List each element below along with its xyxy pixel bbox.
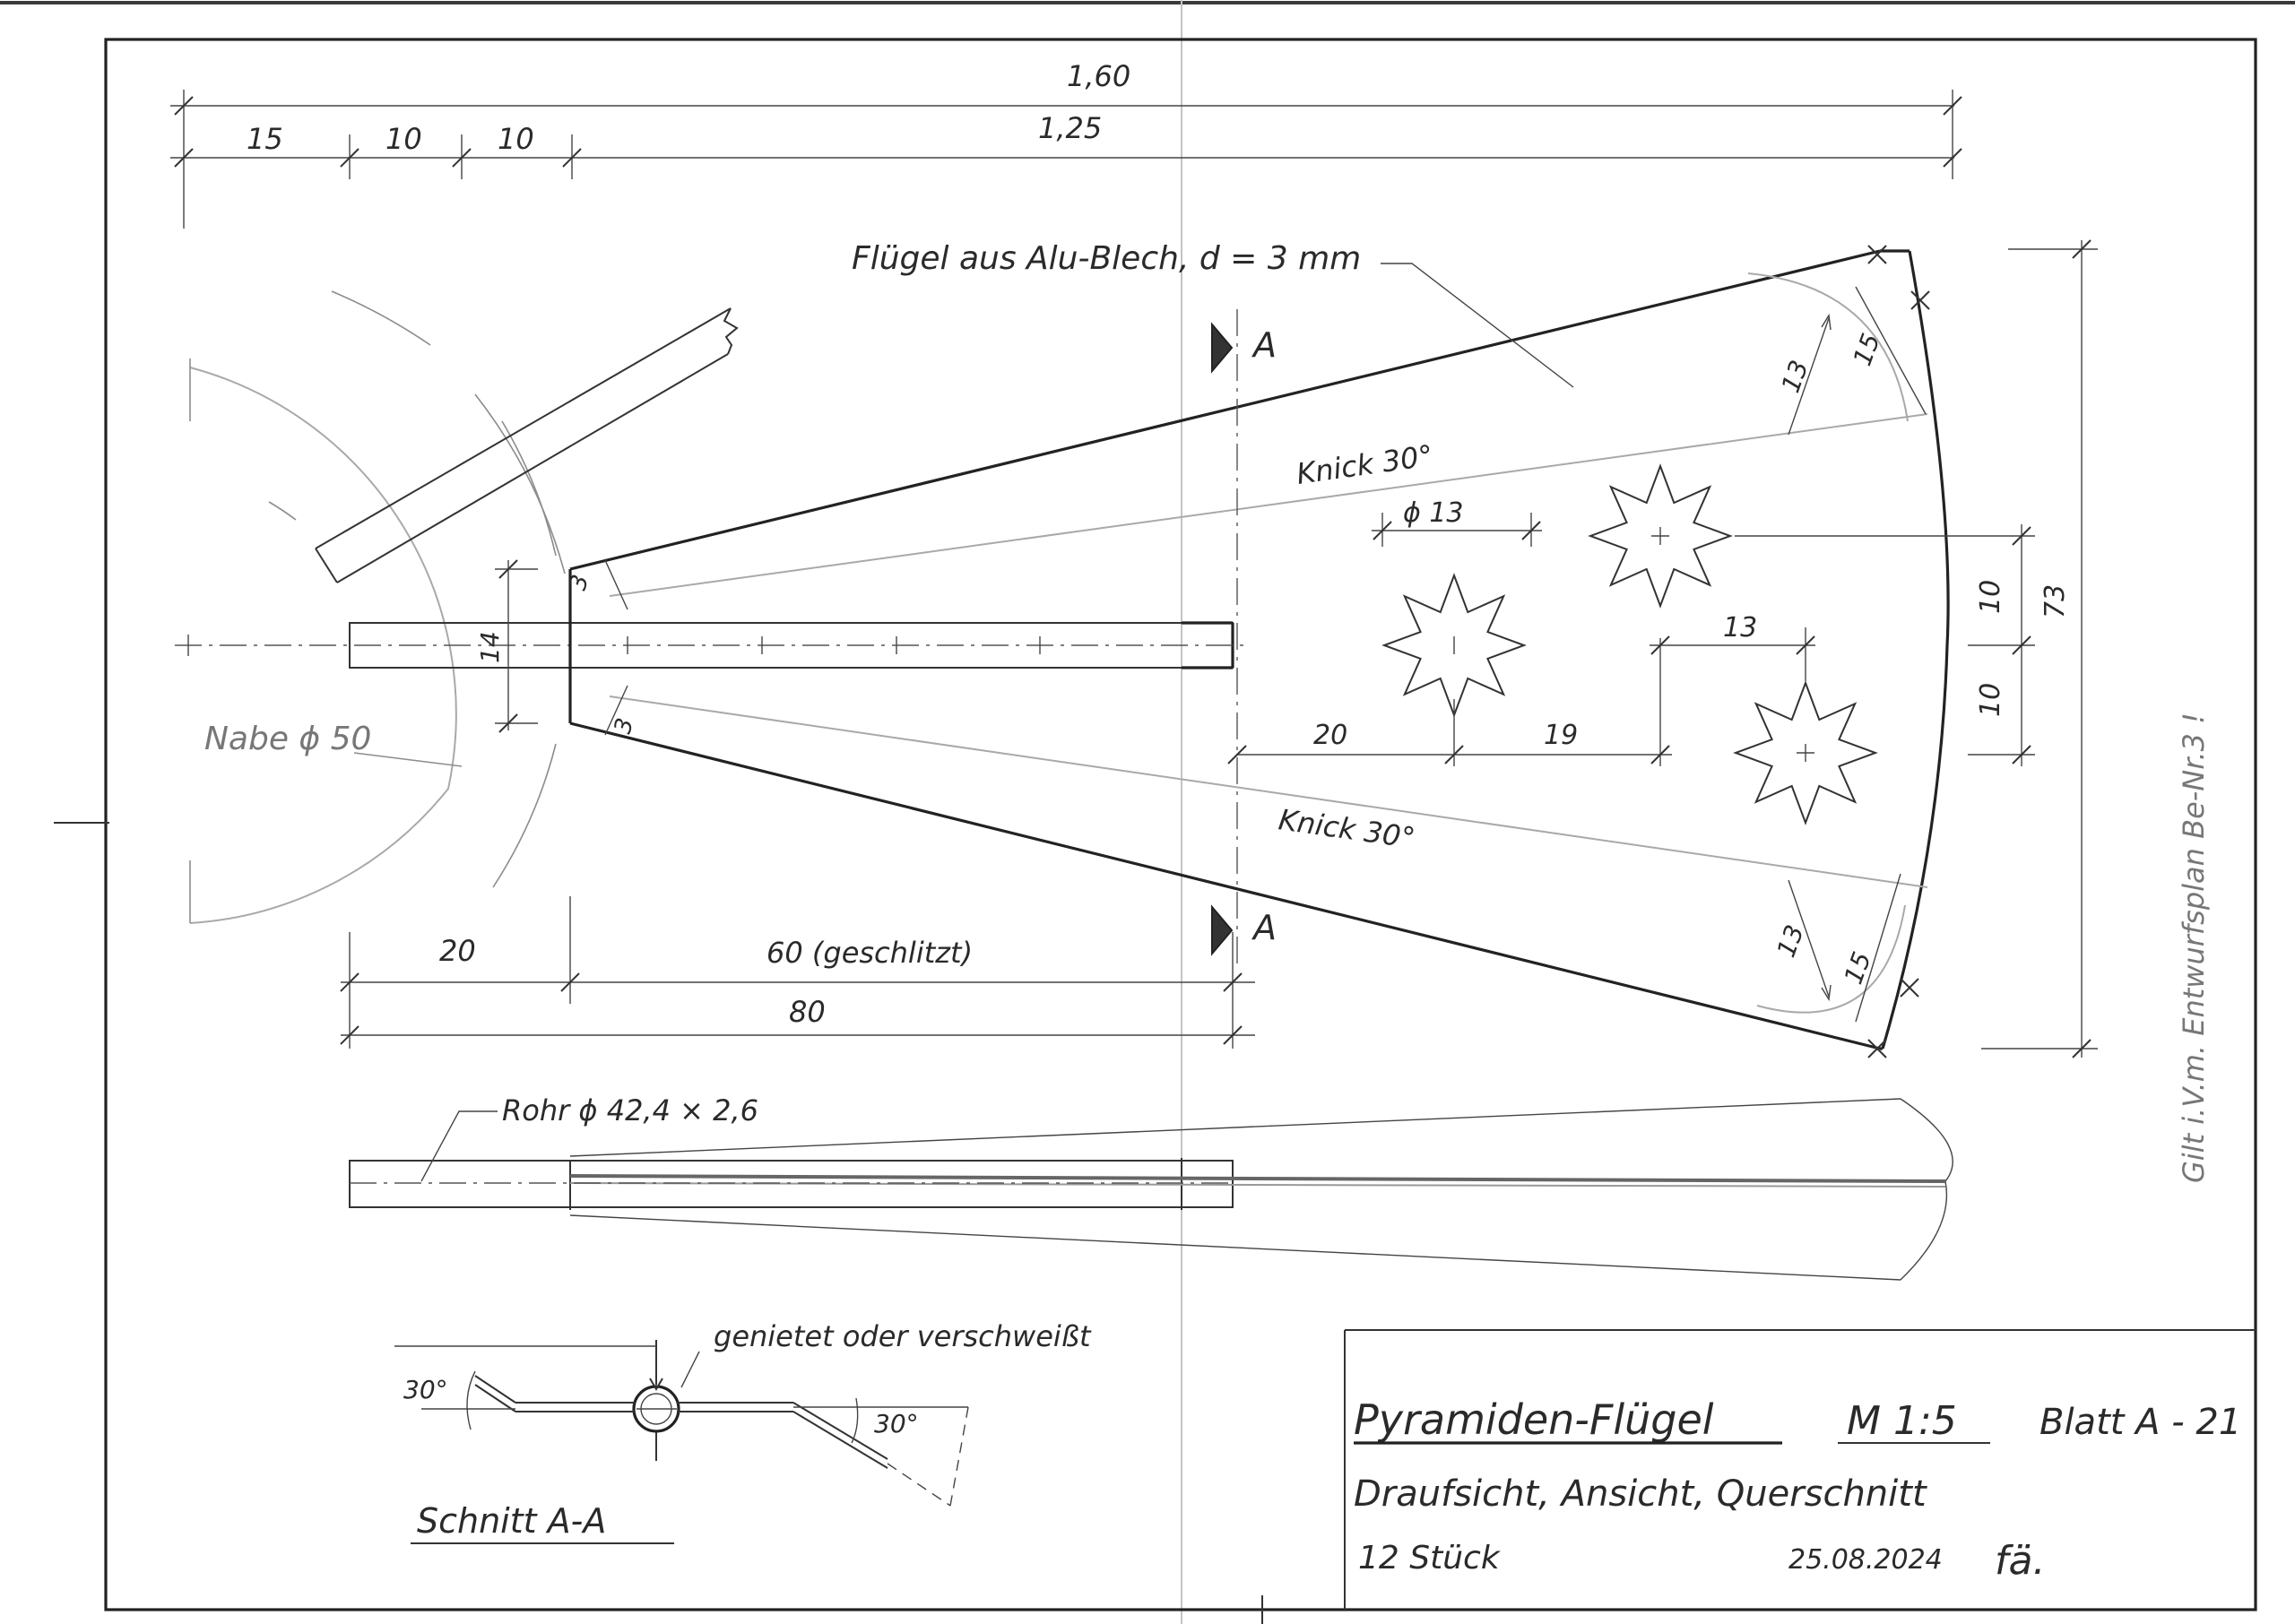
- dim-overall-1-60: 1,60: [1067, 59, 1130, 93]
- dim-3-bottom: 3: [610, 715, 639, 737]
- second-blade-broken: [315, 307, 739, 583]
- view-list: Draufsicht, Ansicht, Querschnitt: [1354, 1473, 1927, 1515]
- radius-15-top: 15: [1848, 330, 1886, 370]
- dim-19: 19: [1544, 720, 1578, 751]
- plan-bottom-dimensions: [340, 896, 1255, 1049]
- dim-13-star-spacing: 13: [1723, 612, 1757, 644]
- top-dimension-lines: [170, 90, 1962, 229]
- dim-20-bottom: 20: [439, 934, 476, 968]
- tube-leader: [420, 1110, 498, 1182]
- side-view: [349, 1098, 1953, 1281]
- dim-14: 14: [475, 631, 505, 663]
- drawing-scale: M 1:5: [1847, 1398, 1957, 1444]
- blade-rounded-corners: [1747, 272, 1909, 1014]
- blade-outline: [568, 245, 1950, 1058]
- dim-73: 73: [2040, 584, 2071, 618]
- section-angle-left: 30°: [403, 1375, 448, 1404]
- dim-1-25: 1,25: [1038, 111, 1102, 145]
- section-title: Schnitt A-A: [417, 1501, 606, 1541]
- dim-10-first: 10: [385, 122, 422, 156]
- star-upper: [1588, 463, 1733, 609]
- section-mark-bottom: A: [1251, 908, 1277, 947]
- sheet-number: Blatt A - 21: [2040, 1402, 2241, 1443]
- star-diameter: ϕ 13: [1403, 497, 1464, 529]
- dim-3-top: 3: [565, 572, 594, 593]
- material-leader: [1381, 263, 1574, 388]
- section-cut-line: [1211, 309, 1238, 963]
- star-dimensions: [1227, 513, 1815, 766]
- dim-20-horizontal: 20: [1313, 720, 1347, 751]
- radius-13-top: 13: [1776, 357, 1814, 397]
- title-block: [1344, 1329, 2256, 1610]
- section-angle-right: 30°: [874, 1409, 919, 1438]
- drawing-frame: [104, 38, 2257, 1611]
- side-reference-note: Gilt i.V.m. Entwurfsplan Be-Nr.3 !: [2177, 713, 2211, 1183]
- tube-label: Rohr ϕ 42,4 × 2,6: [502, 1093, 758, 1127]
- corner-radius-dimensions: [1788, 286, 1927, 1023]
- joint-note: genietet oder verschweißt: [714, 1319, 1092, 1353]
- dim-15: 15: [247, 122, 283, 156]
- drawing-date: 25.08.2024: [1788, 1544, 1943, 1576]
- dim-80: 80: [789, 995, 826, 1029]
- root-dimensions: [495, 559, 628, 736]
- material-note: Flügel aus Alu-Blech, d = 3 mm: [852, 240, 1361, 277]
- quantity: 12 Stück: [1358, 1540, 1502, 1576]
- drawing-title: Pyramiden-Flügel: [1354, 1395, 1714, 1444]
- author-initials: fä.: [1995, 1538, 2045, 1584]
- bend-label-top: Knick 30°: [1295, 438, 1435, 491]
- right-vertical-dimensions: [1735, 239, 2098, 1058]
- dim-10-second: 10: [498, 122, 534, 156]
- bend-lines: [609, 413, 1928, 888]
- section-mark-top: A: [1251, 325, 1277, 365]
- star-left: [1381, 573, 1527, 718]
- star-lower: [1733, 680, 1878, 825]
- dim-10-lower: 10: [1975, 683, 2006, 717]
- dim-10-upper: 10: [1975, 580, 2006, 614]
- section-a-a-view: [394, 1340, 969, 1507]
- tube-plan-view: [175, 621, 1246, 669]
- hub-construction: [189, 290, 566, 924]
- radius-15-bottom: 15: [1839, 948, 1877, 989]
- hub-label: Nabe ϕ 50: [204, 721, 371, 757]
- radius-13-bottom: 13: [1771, 921, 1810, 962]
- dim-60-slotted: 60 (geschlitzt): [766, 936, 973, 970]
